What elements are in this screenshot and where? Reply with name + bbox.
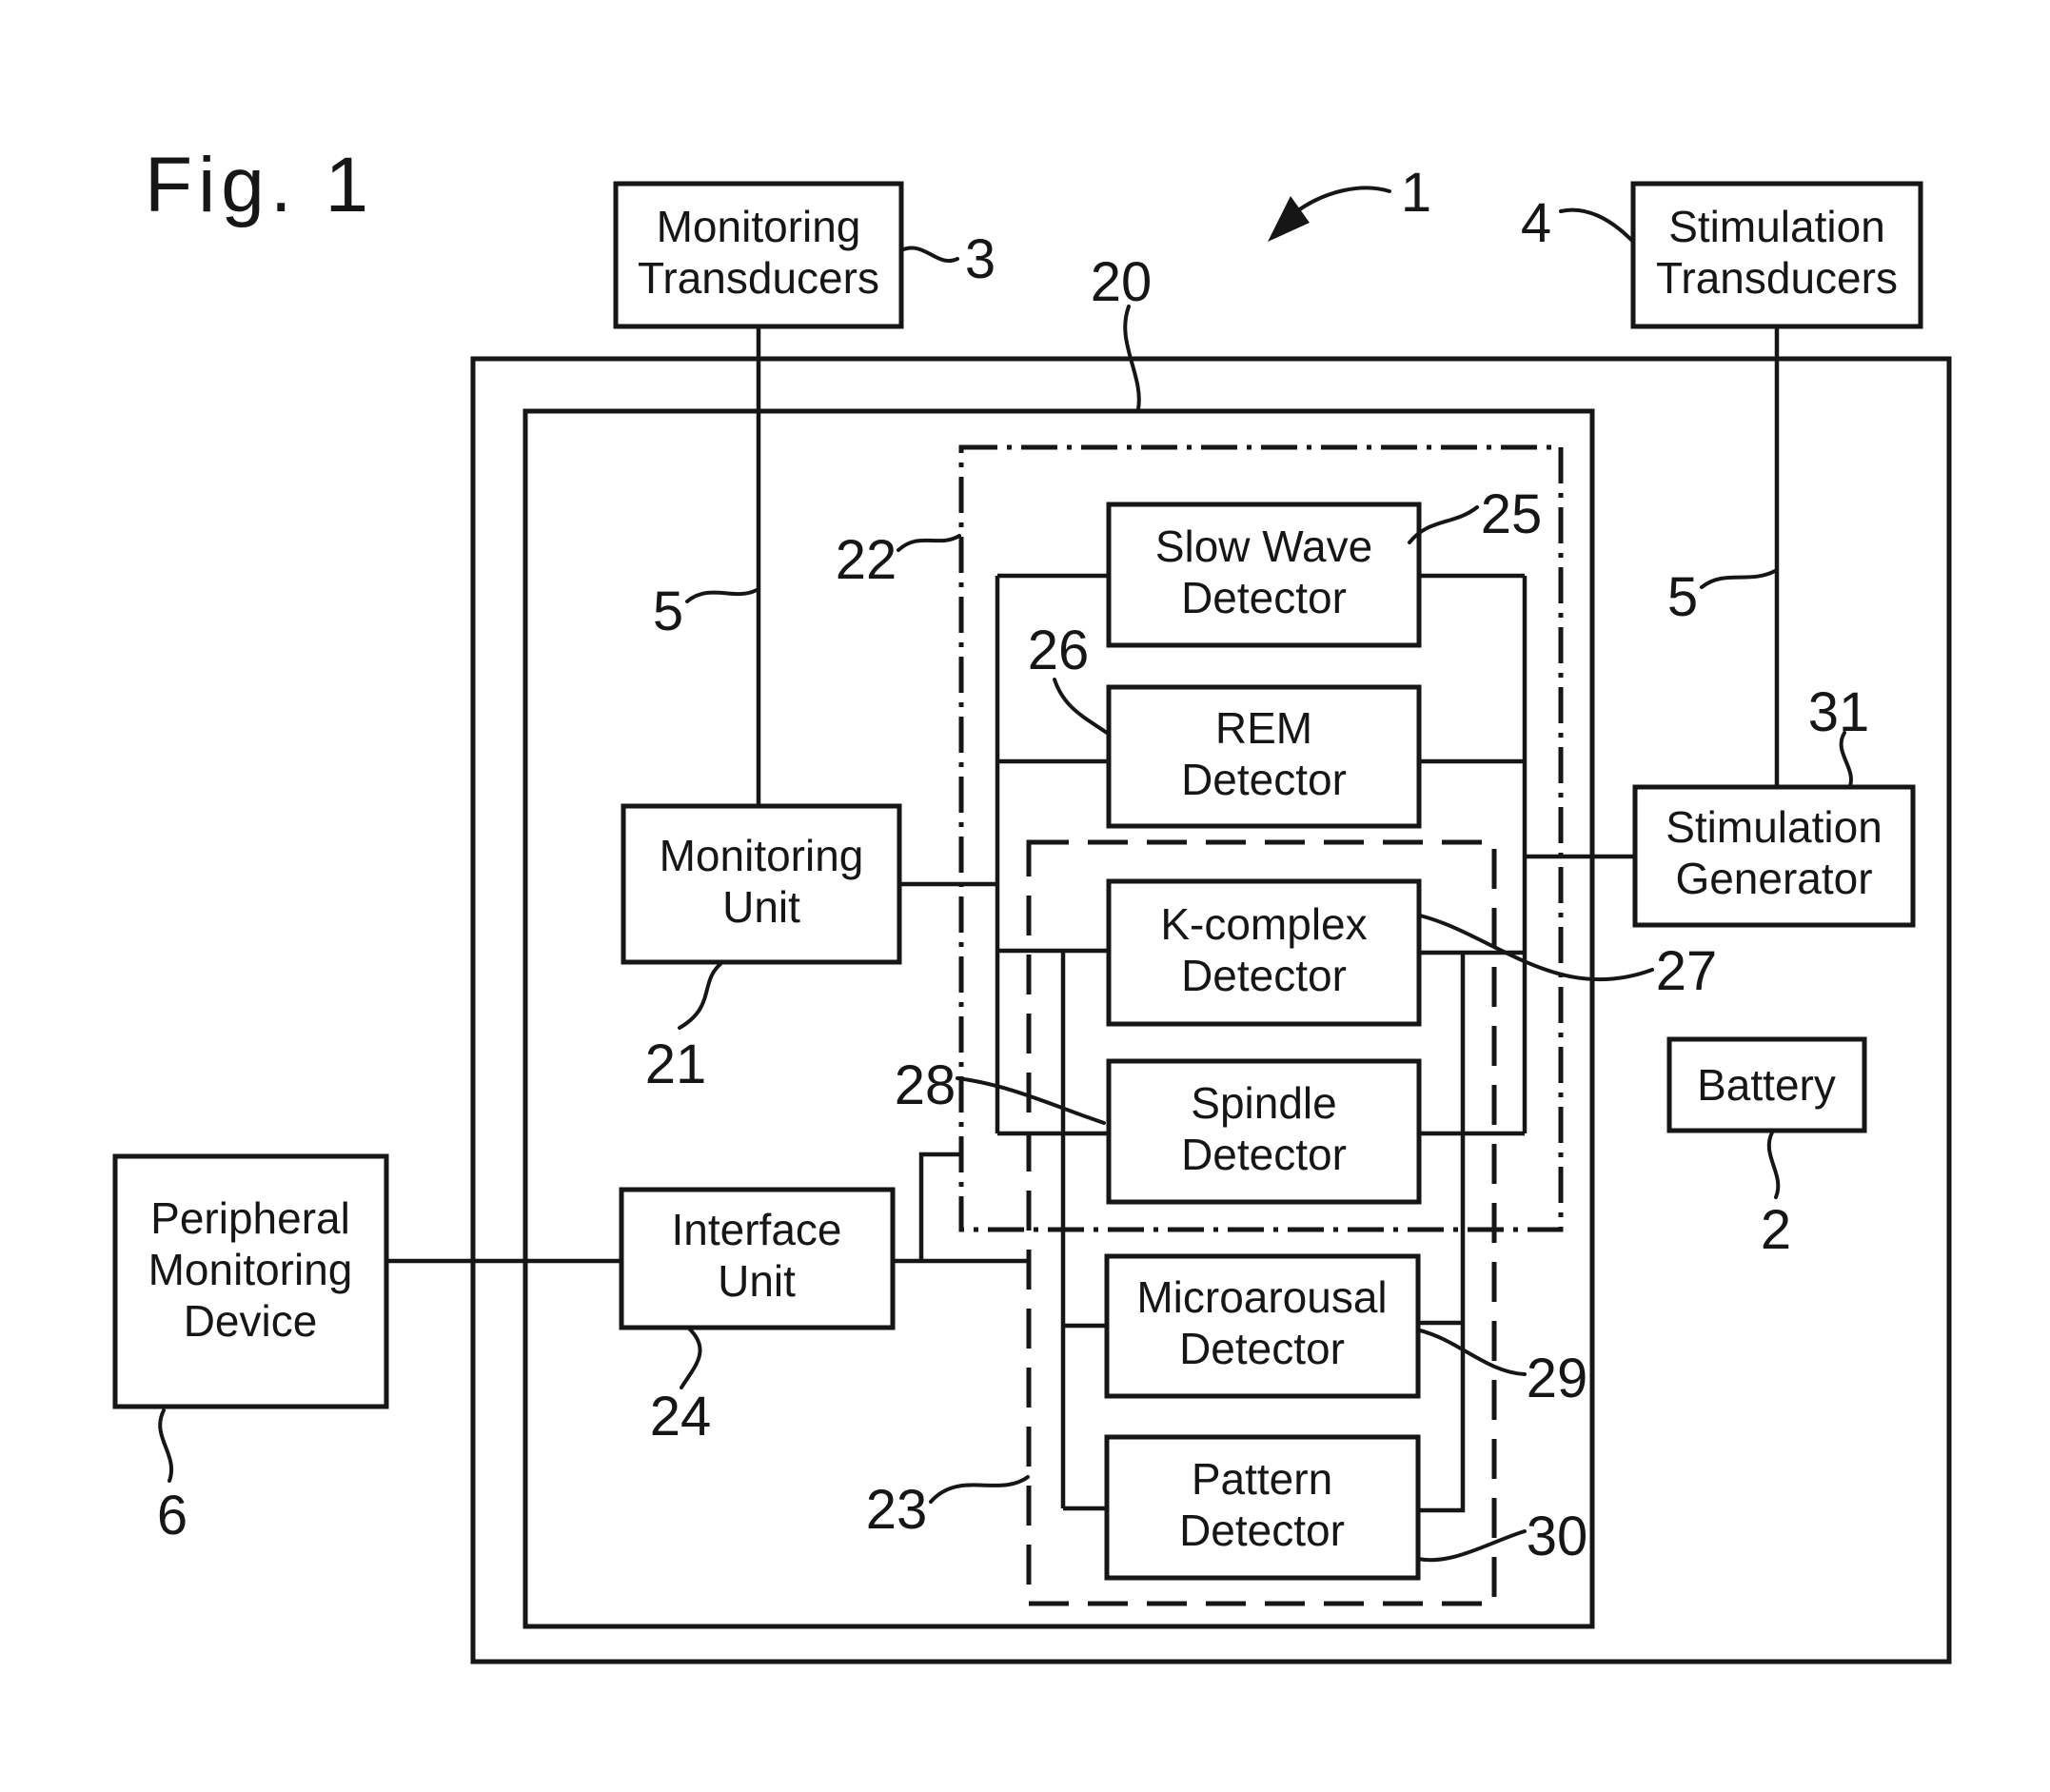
leader-ref-21	[678, 962, 722, 1030]
arrowhead-ref-1	[1268, 196, 1310, 242]
interface-unit-box	[619, 1187, 896, 1330]
ref-25: 25	[1481, 483, 1543, 545]
leader-ref-23	[929, 1475, 1030, 1504]
spindle-detector-box	[1106, 1058, 1422, 1205]
peripheral-monitoring-device-label-line1: Peripheral	[150, 1193, 350, 1243]
leader-ref-30	[1416, 1529, 1527, 1563]
interface-unit-label-line2: Unit	[718, 1256, 796, 1306]
pattern-detector-box	[1104, 1434, 1421, 1581]
leader-ref-1	[1292, 186, 1391, 215]
pattern-detector-label-line2: Detector	[1179, 1506, 1345, 1555]
stimulation-transducers-box	[1630, 181, 1923, 329]
ref-5-right: 5	[1667, 566, 1698, 628]
wire-interface-step-to-group-22	[918, 1152, 961, 1261]
spindle-detector-label-line2: Detector	[1181, 1130, 1347, 1179]
ref-6: 6	[157, 1485, 187, 1546]
ref-3: 3	[965, 228, 995, 290]
ref-27: 27	[1656, 940, 1718, 1002]
stimulation-generator-label-line1: Stimulation	[1666, 802, 1882, 852]
slow-wave-detector-label-line2: Detector	[1181, 573, 1347, 622]
leader-ref-6	[158, 1408, 173, 1483]
stimulation-generator-label-line2: Generator	[1675, 854, 1872, 903]
leader-ref-31	[1839, 731, 1853, 788]
leader-ref-26	[1053, 678, 1109, 735]
leader-ref-27	[1418, 914, 1654, 982]
microarousal-detector-box	[1104, 1253, 1421, 1399]
stimulation-transducers-label-line1: Stimulation	[1668, 202, 1885, 251]
ref-4: 4	[1521, 192, 1551, 254]
microarousal-detector-label-line2: Detector	[1179, 1324, 1345, 1373]
rem-detector-label-line1: REM	[1215, 703, 1312, 753]
monitoring-transducers-box	[613, 181, 904, 329]
ref-26: 26	[1028, 620, 1090, 681]
stimulation-transducers-label-line2: Transducers	[1656, 253, 1898, 303]
ref-31: 31	[1808, 681, 1870, 743]
leader-ref-4	[1559, 207, 1633, 242]
leader-ref-2	[1766, 1131, 1781, 1199]
ref-5-left: 5	[653, 581, 683, 642]
stimulation-generator-box	[1632, 784, 1916, 928]
monitoring-unit-box	[621, 803, 902, 965]
ref-30: 30	[1527, 1506, 1588, 1567]
device-box-20	[522, 408, 1595, 1629]
bus-right-inner-vertical	[1419, 953, 1466, 1513]
figure-title: Fig. 1	[145, 142, 374, 228]
leader-ref-3	[899, 246, 959, 263]
leader-ref-22	[897, 534, 961, 552]
k-complex-detector-label-line1: K-complex	[1160, 899, 1367, 949]
monitoring-unit-label-line1: Monitoring	[660, 831, 864, 880]
ref-1: 1	[1401, 162, 1431, 224]
peripheral-monitoring-device-label-line2: Monitoring	[148, 1245, 353, 1294]
ref-20: 20	[1091, 251, 1153, 313]
peripheral-monitoring-device-box	[112, 1153, 389, 1409]
monitoring-transducers-label-line1: Monitoring	[657, 202, 861, 251]
leader-ref-24	[680, 1328, 702, 1389]
monitoring-unit-label-line2: Unit	[722, 882, 800, 932]
detector-group-box-22	[958, 444, 1564, 1232]
detector-group-box-23	[1026, 839, 1497, 1606]
ref-2: 2	[1761, 1199, 1791, 1261]
leader-ref-5-left	[685, 588, 759, 603]
outer-system-box	[470, 356, 1952, 1664]
monitoring-transducers-label-line2: Transducers	[638, 253, 879, 303]
pattern-detector-label-line1: Pattern	[1192, 1454, 1332, 1504]
peripheral-monitoring-device-label-line3: Device	[184, 1296, 318, 1346]
ref-21: 21	[645, 1034, 707, 1095]
ref-29: 29	[1527, 1348, 1588, 1409]
ref-23: 23	[866, 1479, 928, 1541]
microarousal-detector-label-line1: Microarousal	[1136, 1272, 1387, 1322]
battery-label: Battery	[1697, 1060, 1836, 1110]
battery-box	[1666, 1036, 1867, 1133]
k-complex-detector-label-line2: Detector	[1181, 951, 1347, 1000]
leader-ref-5-right	[1700, 569, 1777, 589]
interface-unit-label-line1: Interface	[672, 1205, 842, 1254]
k-complex-detector-box	[1106, 878, 1422, 1027]
ref-24: 24	[650, 1386, 712, 1447]
rem-detector-label-line2: Detector	[1181, 755, 1347, 804]
ref-22: 22	[836, 529, 897, 591]
leader-ref-29	[1418, 1329, 1527, 1376]
slow-wave-detector-label-line1: Slow Wave	[1155, 522, 1372, 571]
rem-detector-box	[1106, 684, 1422, 829]
leader-ref-20	[1123, 305, 1141, 411]
leader-ref-25	[1408, 505, 1479, 544]
slow-wave-detector-box	[1106, 502, 1422, 648]
spindle-detector-label-line1: Spindle	[1191, 1078, 1336, 1128]
leader-ref-28	[956, 1076, 1106, 1125]
ref-28: 28	[895, 1054, 956, 1116]
